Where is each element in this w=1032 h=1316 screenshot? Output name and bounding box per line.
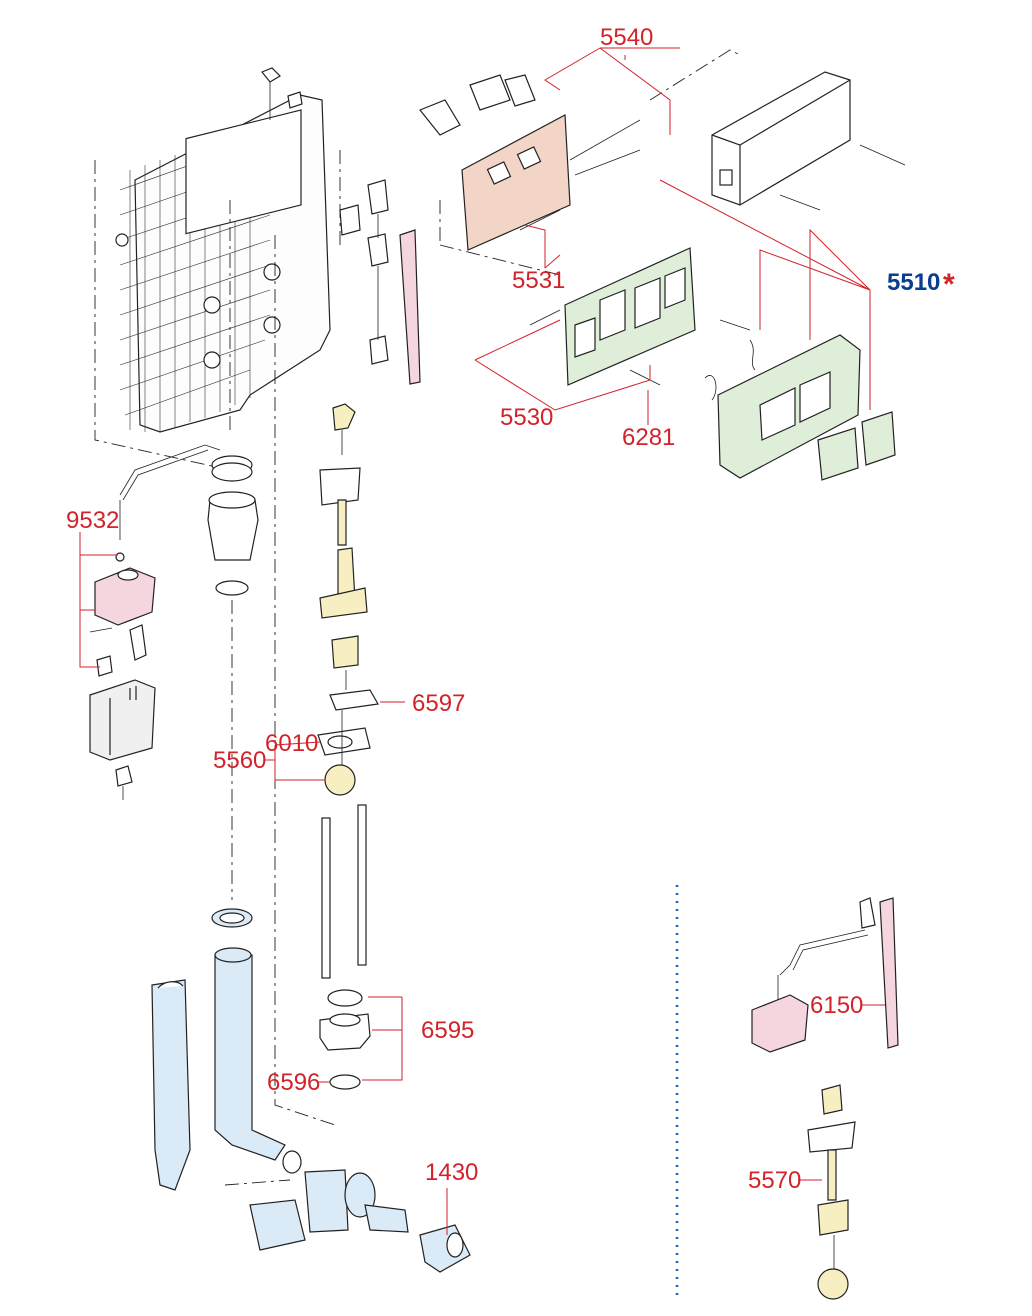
label-6150: 6150 <box>810 992 863 1019</box>
frame-plate-5530 <box>529 247 696 386</box>
label-5570: 5570 <box>748 1167 801 1194</box>
label-9532: 9532 <box>66 507 119 534</box>
actuator-mechanism-5540 <box>419 74 641 276</box>
label-6595: 6595 <box>421 1017 474 1044</box>
flush-pipe-assembly <box>151 908 471 1273</box>
label-5540: 5540 <box>600 24 653 51</box>
label-6281: 6281 <box>622 424 675 451</box>
label-5531: 5531 <box>512 267 565 294</box>
wall-bracket <box>649 49 906 211</box>
leader-lines <box>79 47 892 1235</box>
flush-plate-5510 <box>704 319 896 481</box>
label-5510-asterisk: * <box>943 268 955 301</box>
part-labels: 5540 5510 * 5531 5530 6281 9532 6597 601… <box>66 24 955 1194</box>
label-6010: 6010 <box>265 730 318 757</box>
inset-float-6150 <box>751 897 899 1053</box>
inlet-valve <box>339 150 421 385</box>
float-valve-assembly-9532 <box>89 444 221 800</box>
fill-valve-5560 <box>317 403 379 796</box>
valve-base-6595 <box>319 989 371 1090</box>
label-5530: 5530 <box>500 404 553 431</box>
label-6596: 6596 <box>267 1069 320 1096</box>
cistern-tank <box>94 67 331 471</box>
threaded-rods <box>321 804 367 979</box>
flush-valve-column <box>207 235 336 1126</box>
label-1430: 1430 <box>425 1159 478 1186</box>
inset-fill-valve-5570 <box>798 1084 856 1300</box>
label-5560: 5560 <box>213 747 266 774</box>
label-5510: 5510 <box>887 269 940 296</box>
label-6597: 6597 <box>412 690 465 717</box>
